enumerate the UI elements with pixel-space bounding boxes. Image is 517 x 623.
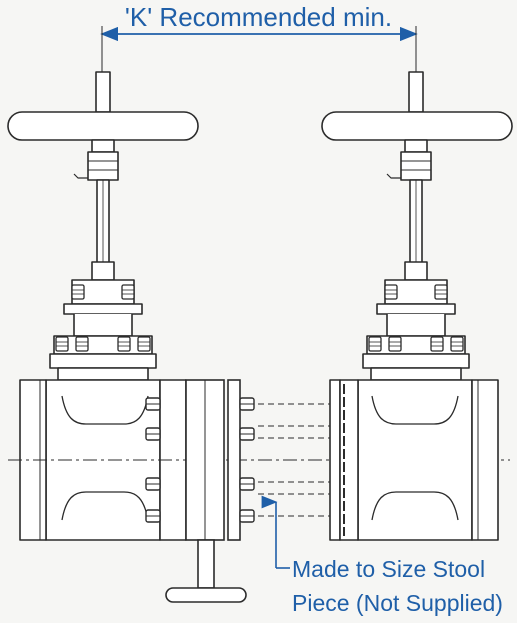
right-handwheel [321, 111, 513, 141]
left-gate-valve [7, 71, 199, 541]
stool-piece-label-line1: Made to Size Stool [292, 556, 486, 582]
left-handwheel [7, 111, 199, 141]
bottom-branch [165, 379, 247, 603]
stool-piece-leader [261, 495, 290, 569]
stool-piece-label-line2: Piece (Not Supplied) [292, 590, 503, 616]
right-gate-valve [321, 71, 513, 541]
stool-piece-outline [258, 403, 330, 517]
k-dimension-line [100, 26, 418, 72]
k-dimension-label: 'K' Recommended min. [124, 2, 393, 32]
